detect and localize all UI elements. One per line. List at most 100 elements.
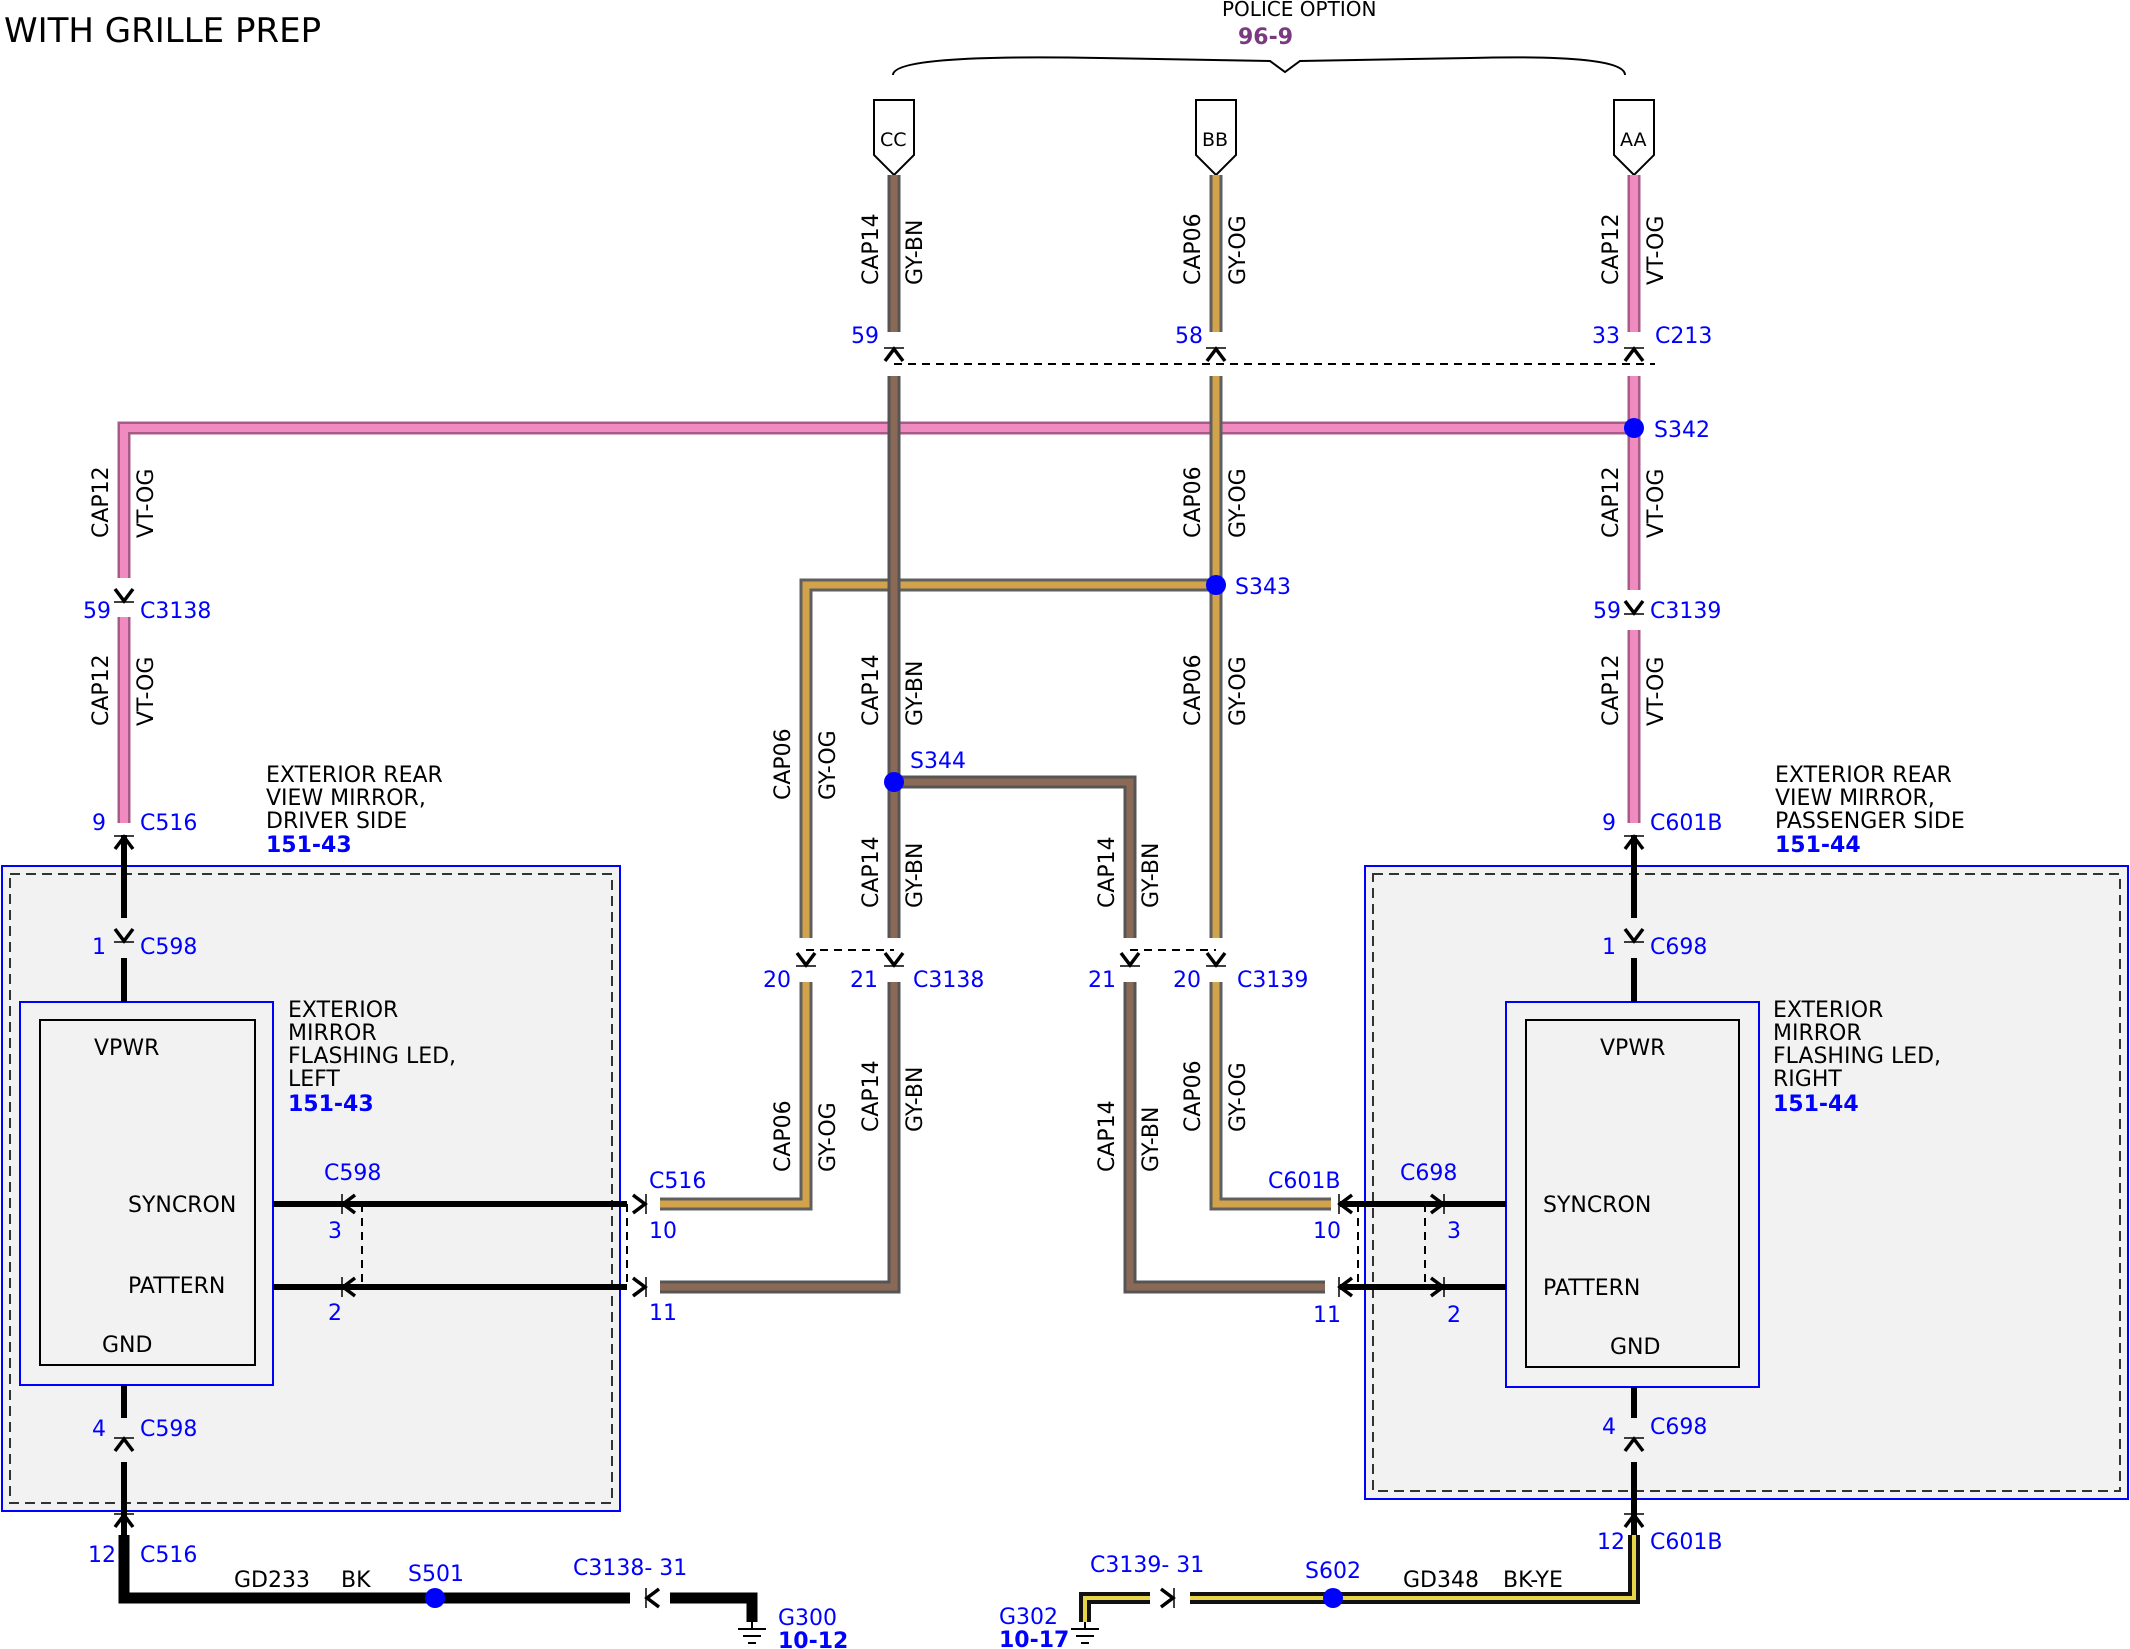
component-labels: EXTERIOR REAR VIEW MIRROR, DRIVER SIDE 1… [266, 763, 1965, 1117]
passenger-mirror-label: EXTERIOR REAR VIEW MIRROR, PASSENGER SID… [1775, 763, 1965, 834]
tab-bb-label: BB [1202, 129, 1228, 151]
circuit-gd233: GD233 [234, 1568, 310, 1593]
connector-c213: C213 [1655, 324, 1712, 349]
police-option-brace: POLICE OPTION 96-9 [892, 0, 1626, 76]
splice-s342: S342 [1654, 418, 1710, 443]
left-vpwr-label: VPWR [94, 1036, 159, 1061]
connector-c516: C516 [140, 1543, 197, 1568]
pin-3: 3 [328, 1219, 342, 1244]
tab-cc: CC [873, 99, 915, 177]
pin-1: 1 [92, 935, 106, 960]
tab-aa: AA [1613, 99, 1655, 177]
circuit-gy-bn: GY-BN [903, 843, 928, 908]
tab-aa-label: AA [1620, 129, 1647, 151]
pin-20: 20 [1173, 968, 1201, 993]
pin-21: 21 [850, 968, 878, 993]
circuit-bk: BK [341, 1568, 371, 1593]
pin-2: 2 [1447, 1303, 1461, 1328]
tab-bb: BB [1195, 99, 1237, 177]
ground-labels: G300 10-12 G302 10-17 [778, 1605, 1069, 1649]
pin-58: 58 [1175, 324, 1203, 349]
wire-gy-bn [660, 175, 1325, 1294]
circuit-gy-bn: GY-BN [1139, 843, 1164, 908]
wire-vt-og [117, 175, 1641, 823]
circuit-cap06: CAP06 [1181, 213, 1206, 285]
circuit-vt-og: VT-OG [1644, 657, 1669, 726]
police-option-label: POLICE OPTION [1222, 0, 1376, 21]
splice-s342-dot [1624, 418, 1644, 438]
pin-4: 4 [1602, 1415, 1616, 1440]
right-gnd-label: GND [1610, 1335, 1660, 1360]
circuit-cap06: CAP06 [771, 728, 796, 800]
pin-9: 9 [92, 811, 106, 836]
splices [425, 418, 1644, 1608]
circuit-cap14: CAP14 [859, 836, 884, 908]
ground-g302-ref: 10-17 [999, 1628, 1069, 1649]
circuit-cap06: CAP06 [771, 1100, 796, 1172]
circuit-gy-og: GY-OG [1226, 1062, 1251, 1132]
splice-ids: S342 S343 S344 S501 S602 [408, 418, 1710, 1587]
connector-c516: C516 [649, 1169, 706, 1194]
right-syncron-label: SYNCRON [1543, 1193, 1651, 1218]
splice-s602: S602 [1305, 1559, 1361, 1584]
left-led-label: EXTERIOR MIRROR FLASHING LED, LEFT [288, 998, 463, 1092]
pin-59: 59 [1593, 599, 1621, 624]
pin-3: 3 [1447, 1219, 1461, 1244]
right-led-ref: 151-44 [1773, 1092, 1859, 1117]
splice-s501: S501 [408, 1562, 464, 1587]
wire-gy-og [660, 175, 1331, 1211]
circuit-cap12: CAP12 [89, 654, 114, 726]
connector-c3138: C3138 [140, 599, 211, 624]
pin-1: 1 [1602, 935, 1616, 960]
circuit-cap14: CAP14 [1095, 1100, 1120, 1172]
driver-mirror-ref: 151-43 [266, 833, 352, 858]
pin-9: 9 [1602, 811, 1616, 836]
circuit-labels: CAP14 GY-BN CAP06 GY-OG CAP12 VT-OG CAP1… [89, 213, 1669, 1593]
driver-mirror-label: EXTERIOR REAR VIEW MIRROR, DRIVER SIDE [266, 763, 450, 834]
pin-12: 12 [88, 1543, 116, 1568]
connector-c601b: C601B [1268, 1169, 1340, 1194]
connector-c3139-31: C3139- 31 [1090, 1553, 1204, 1578]
circuit-vt-og: VT-OG [134, 657, 159, 726]
circuit-gy-bn: GY-BN [903, 1067, 928, 1132]
pin-10: 10 [649, 1219, 677, 1244]
wire-black [118, 835, 1637, 1622]
connector-c598: C598 [140, 1417, 197, 1442]
pin-59: 59 [851, 324, 879, 349]
pin-2: 2 [328, 1301, 342, 1326]
circuit-cap12: CAP12 [1599, 213, 1624, 285]
right-vpwr-label: VPWR [1600, 1036, 1665, 1061]
pin-59: 59 [83, 599, 111, 624]
left-pattern-label: PATTERN [128, 1274, 225, 1299]
driver-mirror-module [1, 865, 621, 1512]
circuit-gy-bn: GY-BN [1139, 1107, 1164, 1172]
circuit-gd348: GD348 [1403, 1568, 1479, 1593]
connector-ids: C213 C3138 C3139 C516 C601B C598 C698 C3… [140, 324, 1722, 1581]
connector-c3138: C3138 [913, 968, 984, 993]
pin-10: 10 [1313, 1219, 1341, 1244]
left-syncron-label: SYNCRON [128, 1193, 236, 1218]
circuit-gy-og: GY-OG [1226, 468, 1251, 538]
left-gnd-label: GND [102, 1333, 152, 1358]
pin-20: 20 [763, 968, 791, 993]
splice-s344: S344 [910, 749, 966, 774]
splice-s501-dot [425, 1588, 445, 1608]
pin-11: 11 [649, 1301, 677, 1326]
pin-12: 12 [1597, 1530, 1625, 1555]
circuit-gy-og: GY-OG [1226, 656, 1251, 726]
connector-c3138-31: C3138- 31 [573, 1556, 687, 1581]
circuit-cap14: CAP14 [1095, 836, 1120, 908]
connector-c598: C598 [140, 935, 197, 960]
circuit-vt-og: VT-OG [134, 469, 159, 538]
circuit-gy-og: GY-OG [816, 1102, 841, 1172]
connector-c598: C598 [324, 1161, 381, 1186]
left-led-ref: 151-43 [288, 1092, 374, 1117]
connector-c601b: C601B [1650, 1530, 1722, 1555]
circuit-gy-og: GY-OG [816, 730, 841, 800]
ground-g300: G300 [778, 1606, 837, 1631]
circuit-gy-bn: GY-BN [903, 220, 928, 285]
circuit-cap06: CAP06 [1181, 654, 1206, 726]
passenger-mirror-module [1364, 865, 2129, 1500]
circuit-bk-ye: BK-YE [1503, 1568, 1563, 1593]
